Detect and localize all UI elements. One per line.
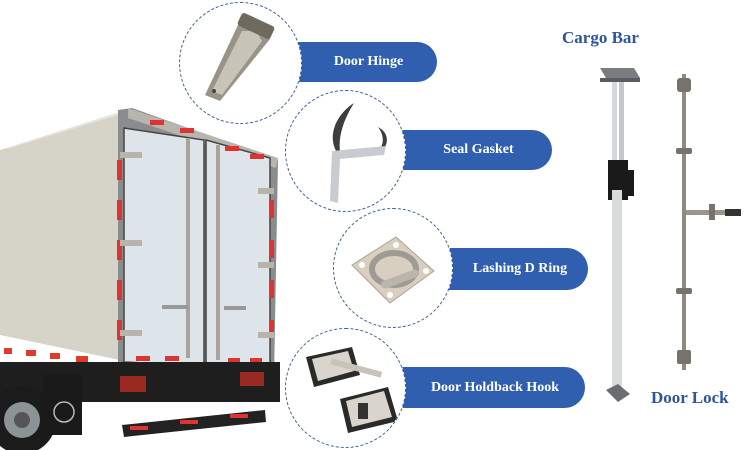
door-hinge-text: Door Hinge [333, 54, 404, 69]
seal-gasket-icon [330, 103, 387, 203]
door-holdback-hook-label: Door Holdback Hook [395, 367, 585, 408]
seal-gasket-text: Seal Gasket [443, 142, 514, 157]
seal-gasket-circle [285, 90, 406, 212]
truck-rear-illustration [0, 108, 280, 450]
door-hinge-label: Door Hinge [290, 42, 437, 82]
seal-gasket-label: Seal Gasket [395, 130, 552, 170]
door-hinge-circle [179, 2, 302, 124]
door-holdback-hook-circle [285, 328, 406, 448]
door-lock-icon [676, 74, 741, 370]
lashing-d-ring-label: Lashing D Ring [442, 248, 588, 290]
door-hinge-icon [205, 13, 275, 101]
reflective-stripes [117, 120, 274, 340]
lashing-d-ring-circle [333, 208, 453, 328]
cargo-bar-title: Cargo Bar [562, 28, 639, 47]
d-ring-icon [351, 236, 435, 304]
lashing-d-ring-text: Lashing D Ring [472, 261, 568, 276]
holdback-hook-icon [306, 347, 398, 433]
door-holdback-hook-text: Door Holdback Hook [430, 379, 560, 395]
door-lock-title: Door Lock [651, 388, 729, 407]
cargo-bar-icon [600, 68, 640, 402]
